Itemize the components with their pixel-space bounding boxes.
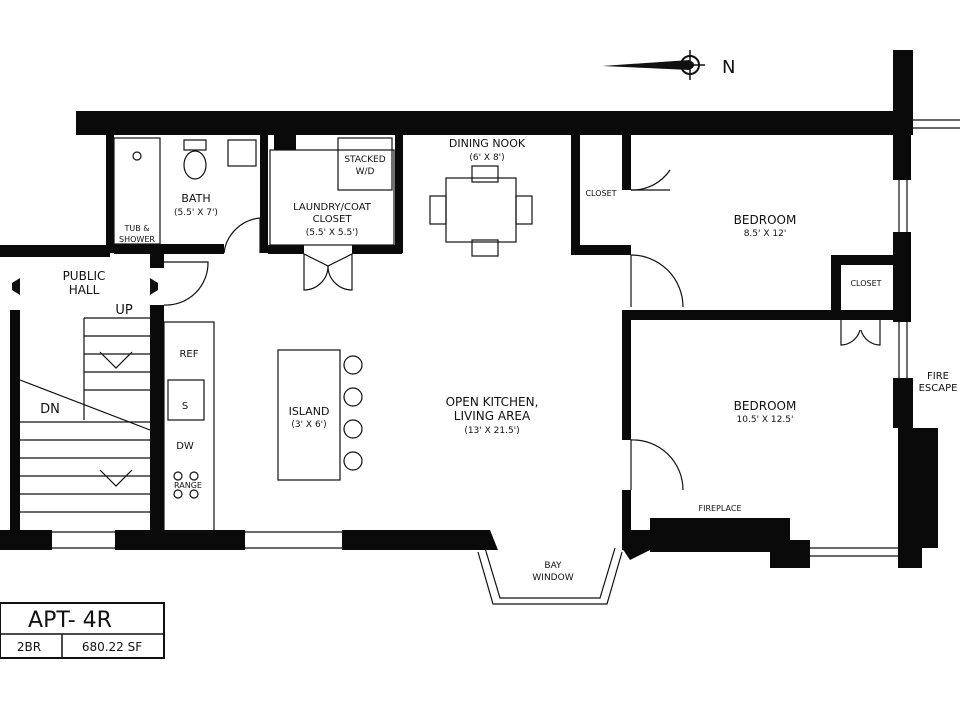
tub-label-2: SHOWER <box>119 235 155 244</box>
living-area-dims: (13' X 21.5') <box>464 426 519 436</box>
laundry-label-2: CLOSET <box>313 214 353 225</box>
apartment-title: APT- 4R <box>28 608 112 633</box>
walls <box>0 50 938 568</box>
compass-rose-icon <box>602 50 705 80</box>
fire-escape-label-2: ESCAPE <box>919 383 958 394</box>
laundry-label-1: LAUNDRY/COAT <box>293 202 372 213</box>
fireplace-label: FIREPLACE <box>698 504 741 513</box>
bedroom-count: 2BR <box>17 640 41 654</box>
sink-label: S <box>182 401 188 412</box>
bay-window-label-2: WINDOW <box>532 573 573 583</box>
living-area-label-2: LIVING AREA <box>454 409 531 423</box>
doors <box>163 169 881 491</box>
dishwasher-label: DW <box>176 441 194 452</box>
fixtures <box>12 137 533 533</box>
fire-escape-label-1: FIRE <box>927 371 949 382</box>
title-block: APT- 4R 2BR 680.22 SF <box>0 602 165 659</box>
tub-label-1: TUB & <box>123 224 149 233</box>
stairs-down-label: DN <box>40 402 60 417</box>
bay-window-label-1: BAY <box>544 561 562 571</box>
bedroom-1-dims: 8.5' X 12' <box>744 229 787 239</box>
island-label: ISLAND <box>289 405 330 418</box>
island-dims: (3' X 6') <box>291 420 326 430</box>
stacked-label-2: W/D <box>356 167 375 177</box>
compass-north-label: N <box>722 57 735 78</box>
bath-label: BATH <box>181 192 210 205</box>
bedroom-1-label: BEDROOM <box>734 213 797 227</box>
public-hall-label-1: PUBLIC <box>63 269 106 283</box>
stairs-up-label: UP <box>115 303 133 318</box>
living-area-label-1: OPEN KITCHEN, <box>446 395 539 409</box>
bath-dims: (5.5' X 7') <box>174 208 218 218</box>
range-label: RANGE <box>174 481 202 490</box>
bedroom-2-dims: 10.5' X 12.5' <box>737 415 794 425</box>
dining-nook-label: DINING NOOK <box>449 137 526 150</box>
dining-nook-dims: (6' X 8') <box>469 153 504 163</box>
stacked-label-1: STACKED <box>344 155 385 165</box>
laundry-dims: (5.5' X 5.5') <box>306 228 358 238</box>
closet-top-label: CLOSET <box>585 189 616 198</box>
public-hall-label-2: HALL <box>69 283 100 297</box>
windows <box>52 119 960 605</box>
bedroom-2-label: BEDROOM <box>734 399 797 413</box>
refrigerator-label: REF <box>179 349 198 360</box>
square-footage: 680.22 SF <box>82 640 142 654</box>
closet-right-label: CLOSET <box>850 279 881 288</box>
